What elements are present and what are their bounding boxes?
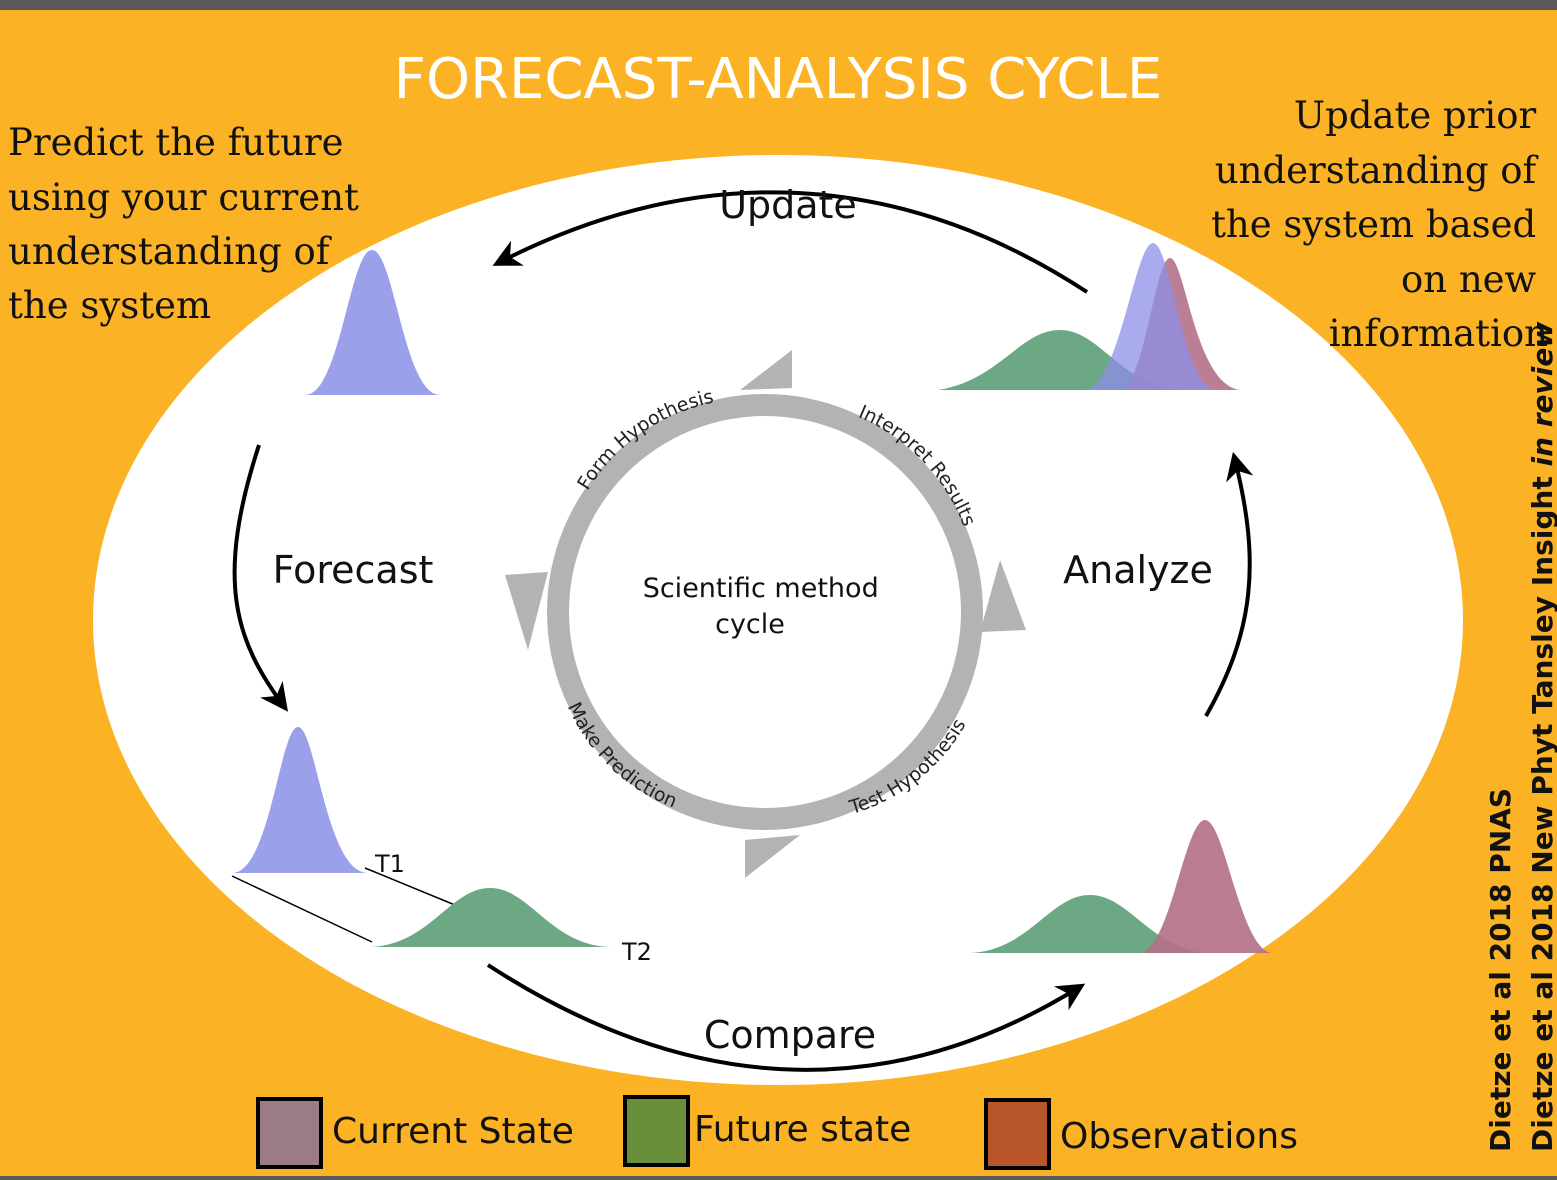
legend-swatch-observations — [984, 1098, 1051, 1170]
right-note: Update prior understanding of the system… — [1211, 94, 1548, 355]
t2-label: T2 — [621, 938, 652, 966]
page-title: FORECAST-ANALYSIS CYCLE — [394, 47, 1162, 112]
forecast-label: Forecast — [273, 548, 434, 592]
legend-swatch-future — [623, 1095, 690, 1167]
analysis-curves — [938, 243, 1240, 390]
ring-arrowhead-left — [505, 572, 548, 650]
forecast-prior-curve — [305, 250, 440, 395]
scientific-method-ring — [505, 350, 1026, 878]
legend-label-future: Future state — [694, 1109, 911, 1150]
compare-label: Compare — [704, 1013, 876, 1057]
top-border — [0, 0, 1557, 10]
t1-label: T1 — [374, 850, 405, 878]
update-label: Update — [719, 183, 857, 227]
legend-swatch-current — [256, 1097, 323, 1169]
analyze-arrow — [1204, 451, 1254, 717]
legend-label-observations: Observations — [1060, 1116, 1298, 1157]
ring-arrowhead-top — [740, 350, 792, 390]
compare-pink-curve — [1140, 820, 1272, 953]
compare-arrow — [486, 963, 1086, 1072]
spread-line-upper — [364, 867, 456, 906]
inner-center-label: Scientific method cycle — [643, 573, 888, 640]
bottom-border — [0, 1176, 1557, 1180]
left-note: Predict the future using your current un… — [8, 121, 371, 327]
citation-new-phyt: Dietze et al 2018 New Phyt Tansley Insig… — [1526, 322, 1557, 1152]
citation-pnas: Dietze et al 2018 PNAS — [1484, 788, 1517, 1152]
legend: Current State Future state Observations — [256, 1095, 1298, 1170]
forecast-t1-curve — [232, 727, 368, 873]
legend-label-current: Current State — [332, 1111, 574, 1152]
analysis-blue-curve — [1085, 243, 1215, 390]
ring-arrowhead-bottom — [745, 835, 800, 878]
ring-arrowhead-right — [980, 560, 1026, 632]
forecast-arrow — [232, 444, 288, 712]
compare-green-curve — [970, 895, 1210, 953]
analyze-label: Analyze — [1063, 548, 1213, 592]
spread-line-lower — [231, 875, 373, 943]
update-arrow — [492, 190, 1089, 294]
forecast-t2-curve — [370, 888, 610, 947]
